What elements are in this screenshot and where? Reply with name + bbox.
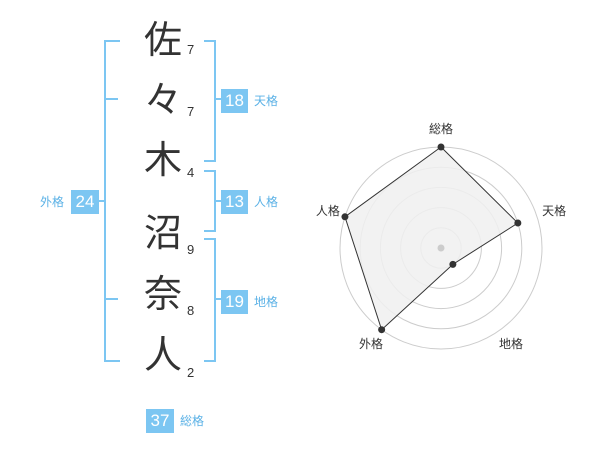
radar-axis-label-chikaku: 地格 [498,337,523,352]
radar-point-2 [449,260,457,268]
chikaku-bracket [204,238,216,362]
radar-axis-label-gaikaku: 外格 [359,337,384,352]
stroke-count-6: 2 [187,365,195,380]
gaikaku-bracket-tick [104,98,118,100]
chikaku-badge: 19 [221,290,248,314]
name-char-4: 沼 [143,211,182,255]
gaikaku-label: 外格 [40,195,65,209]
name-char-2: 々 [143,78,182,122]
tenkaku-label: 天格 [254,94,279,108]
radar-axis-label-tenkaku: 天格 [542,204,567,219]
soukaku-label: 総格 [180,414,205,428]
tenkaku-bracket [204,40,216,162]
tenkaku-badge: 18 [221,89,248,113]
gaikaku-badge: 24 [71,190,99,214]
stroke-count-2: 7 [187,104,195,119]
stroke-count-3: 4 [187,165,195,180]
radar-center-dot [437,244,445,252]
chikaku-label: 地格 [254,295,279,309]
jinkaku-bracket-connector [214,200,222,202]
name-char-3: 木 [143,138,182,182]
name-char-1: 佐 [143,18,182,62]
stroke-count-1: 7 [187,42,195,57]
radar-point-0 [437,143,445,151]
tenkaku-bracket-connector [214,98,222,100]
radar-point-1 [514,219,522,227]
radar-points [341,143,522,334]
gaikaku-bracket-tick [104,298,118,300]
radar-point-4 [341,213,349,221]
chikaku-bracket-connector [214,298,222,300]
radar-point-3 [378,326,386,334]
soukaku-badge: 37 [146,409,174,433]
radar-chart [339,143,543,350]
stroke-count-4: 9 [187,242,195,257]
radar-axis-label-soukaku: 総格 [429,122,454,136]
stroke-count-5: 8 [187,303,195,318]
name-char-5: 奈 [143,272,182,316]
jinkaku-label: 人格 [254,195,279,209]
gaikaku-bracket-connector [96,200,104,202]
radar-shape [344,146,519,331]
name-char-6: 人 [143,333,182,377]
jinkaku-badge: 13 [221,190,248,214]
radar-axis-label-jinkaku: 人格 [315,204,340,219]
gaikaku-bracket [104,40,120,362]
